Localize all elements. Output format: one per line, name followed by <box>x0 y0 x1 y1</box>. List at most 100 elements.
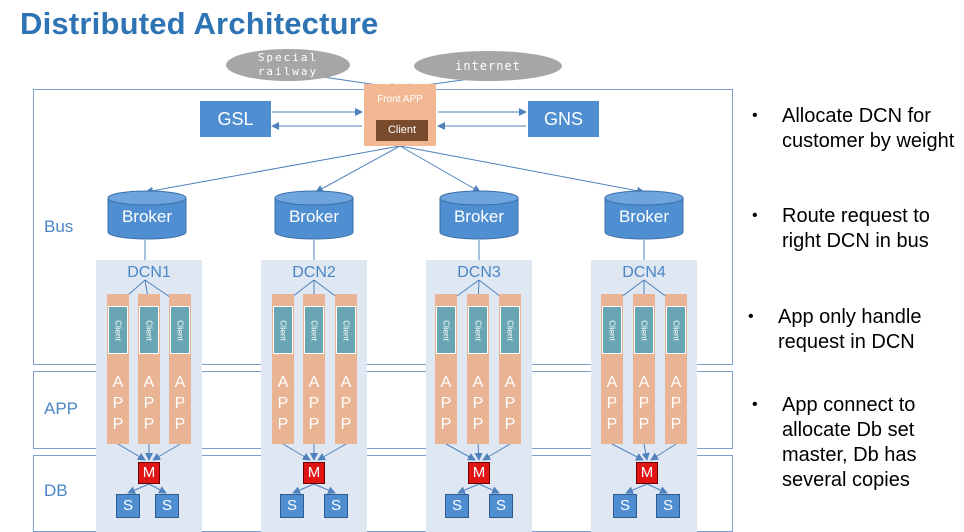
gsl-box: GSL <box>200 101 271 137</box>
app-letter: P <box>277 416 289 433</box>
db-label: DB <box>44 481 68 500</box>
app-letter: A <box>638 374 650 391</box>
broker-label: Broker <box>288 207 340 226</box>
db-slave: S <box>280 494 304 518</box>
client-box: Client <box>666 306 686 354</box>
app-letter: A <box>670 374 682 391</box>
app-label: APP <box>44 399 79 418</box>
db-slave: S <box>445 494 469 518</box>
ellipse-label-line: railway <box>257 65 319 78</box>
cylinder-icon <box>107 190 187 240</box>
client-box: Client <box>500 306 520 354</box>
ellipse-label-line: Special <box>257 51 319 64</box>
broker-label: Broker <box>121 207 173 226</box>
app-letter: P <box>472 416 484 433</box>
app-letter: P <box>112 416 124 433</box>
dcn-label: DCN3 <box>457 264 501 281</box>
bullet-text: App connect to allocate Db set master, D… <box>782 394 917 491</box>
app-letter: P <box>440 416 452 433</box>
cylinder-icon <box>274 190 354 240</box>
cylinder-icon <box>439 190 519 240</box>
db-slave: S <box>613 494 637 518</box>
bullet-dot-icon: • <box>752 207 758 224</box>
client-box: Client <box>273 306 293 354</box>
app-letter: P <box>638 395 650 412</box>
app-region <box>33 371 733 449</box>
front-client-box: Client <box>376 120 428 141</box>
front-app-label: Front APP <box>377 94 423 105</box>
client-label: Client <box>175 319 185 341</box>
broker-cylinder: Broker <box>274 190 354 240</box>
db-master: M <box>636 462 658 484</box>
client-label: Client <box>505 319 515 341</box>
db-master: M <box>468 462 490 484</box>
client-label: Client <box>639 319 649 341</box>
db-slave: S <box>489 494 513 518</box>
gns-box: GNS <box>528 101 599 137</box>
broker-label: Broker <box>618 207 670 226</box>
bullet-dot-icon: • <box>752 107 758 124</box>
app-letter: A <box>143 374 155 391</box>
client-label: Client <box>309 319 319 341</box>
db-slave: S <box>155 494 179 518</box>
page-title: Distributed Architecture <box>20 6 379 41</box>
db-slave: S <box>116 494 140 518</box>
app-letter: A <box>308 374 320 391</box>
internet-ellipse: internet <box>414 51 562 81</box>
client-box: Client <box>436 306 456 354</box>
client-label: Client <box>341 319 351 341</box>
bullet-text: Route request to right DCN in bus <box>782 205 930 252</box>
client-label: Client <box>278 319 288 341</box>
app-letter: A <box>340 374 352 391</box>
client-box: Client <box>336 306 356 354</box>
bullet-dot-icon: • <box>748 308 754 325</box>
client-box: Client <box>170 306 190 354</box>
app-letter: A <box>606 374 618 391</box>
app-letter: P <box>143 395 155 412</box>
bullet-dot-icon: • <box>752 396 758 413</box>
app-letter: P <box>638 416 650 433</box>
client-label: Client <box>441 319 451 341</box>
internet-label: internet <box>455 59 521 73</box>
app-letter: A <box>440 374 452 391</box>
app-letter: P <box>340 416 352 433</box>
bus-label: Bus <box>44 217 74 236</box>
client-box: Client <box>602 306 622 354</box>
dcn-label: DCN2 <box>292 264 336 281</box>
dcn-label: DCN1 <box>127 264 171 281</box>
db-master: M <box>303 462 325 484</box>
client-box: Client <box>468 306 488 354</box>
app-letter: P <box>472 395 484 412</box>
app-letter: P <box>504 416 516 433</box>
broker-cylinder: Broker <box>604 190 684 240</box>
app-letter: P <box>440 395 452 412</box>
app-letter: P <box>340 395 352 412</box>
broker-label: Broker <box>453 207 505 226</box>
client-box: Client <box>304 306 324 354</box>
app-letter: A <box>504 374 516 391</box>
app-letter: P <box>606 395 618 412</box>
app-letter: A <box>174 374 186 391</box>
app-letter: P <box>112 395 124 412</box>
app-letter: A <box>112 374 124 391</box>
app-letter: P <box>143 416 155 433</box>
bullet-text: App only handle request in DCN <box>778 306 922 353</box>
db-slave: S <box>656 494 680 518</box>
client-label: Client <box>144 319 154 341</box>
app-letter: P <box>174 395 186 412</box>
client-box: Client <box>634 306 654 354</box>
cylinder-icon <box>604 190 684 240</box>
client-box: Client <box>139 306 159 354</box>
